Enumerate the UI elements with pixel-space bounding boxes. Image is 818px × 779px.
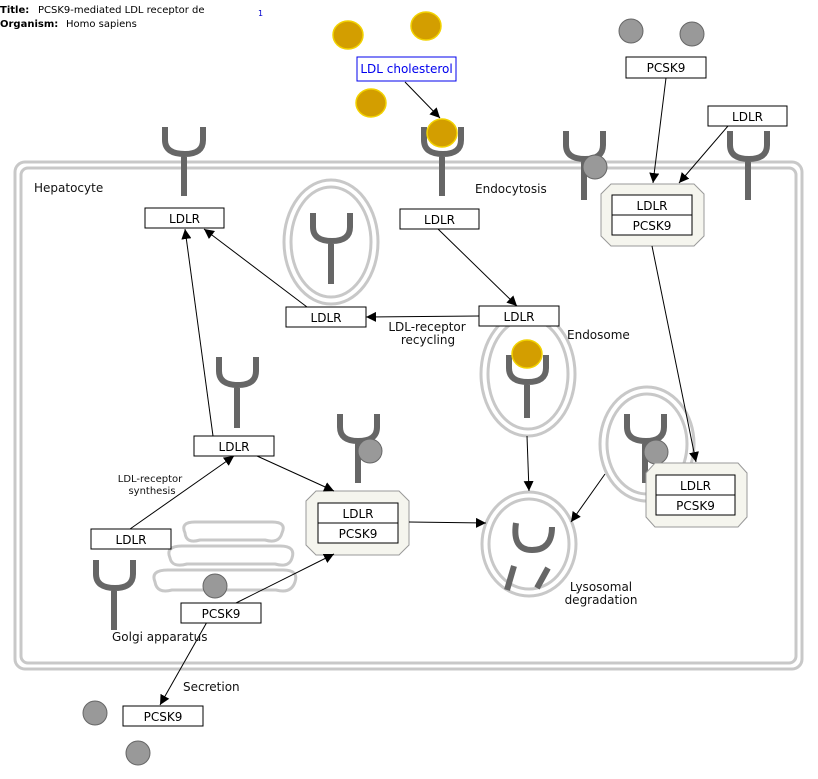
lysosome-inner (487, 497, 571, 591)
pcsk9-particle-bound-right (643, 439, 669, 465)
ldl-cholesterol-label: LDL cholesterol (360, 62, 452, 76)
ldlr-node-endocytosis[interactable]: LDLR (399, 208, 480, 230)
pcsk9-node-secreted[interactable]: PCSK9 (122, 705, 204, 727)
arrow-endocytosis (437, 228, 518, 307)
arrow-pcsk9-binding (649, 77, 667, 184)
degraded-receptor-icon (504, 522, 555, 591)
arrow-endosome-to-lysosome (523, 435, 534, 492)
arrow-complex-internalization (651, 245, 699, 463)
endosome-label: Endosome (567, 328, 630, 342)
complex-middle-pcsk9[interactable]: PCSK9 (317, 522, 399, 544)
arrow-ldl-binding (404, 81, 441, 119)
pcsk9-particle-golgi (202, 573, 228, 599)
arrow-ldlr-to-surface (181, 228, 214, 437)
pcsk9-particle-2 (679, 21, 705, 47)
complex-top-right-ldlr-label: LDLR (637, 199, 668, 213)
complex-right-ldlr[interactable]: LDLR (655, 474, 736, 496)
ldlr-node-top-right[interactable]: LDLR (707, 105, 788, 127)
recycling-vesicle-inner (289, 185, 373, 299)
hepatocyte-membrane-inner (19, 166, 798, 665)
golgi-apparatus-icon (152, 520, 298, 593)
complex-top-right-pcsk9[interactable]: PCSK9 (611, 214, 693, 236)
arrow-complex-to-lysosome (408, 517, 487, 528)
pcsk9-particle-1 (618, 18, 644, 44)
pcsk9-secreted-label: PCSK9 (144, 710, 183, 724)
hepatocyte-membrane-outer (13, 160, 804, 671)
ldlr-synthesis-label: LDLR (116, 533, 147, 547)
title-label: Title: (0, 5, 29, 16)
ldlr-node-endosome[interactable]: LDLR (478, 305, 560, 327)
endocytosis-label: Endocytosis (475, 182, 547, 196)
ldlr-node-upper-left[interactable]: LDLR (144, 207, 225, 229)
arrow-recycling (365, 311, 480, 322)
ldl-receptor-icon-endosome (506, 355, 549, 418)
organism-label: Organism: (0, 19, 58, 30)
arrow-pcsk9-to-complex (235, 553, 335, 604)
complex-middle-pcsk9-label: PCSK9 (339, 527, 378, 541)
secretion-label: Secretion (183, 680, 240, 694)
recycling-label-line2: recycling (401, 333, 455, 347)
ldlr-mid-label: LDLR (219, 440, 250, 454)
golgi-label: Golgi apparatus (112, 630, 208, 644)
hepatocyte-label: Hepatocyte (34, 181, 103, 195)
recycling-label-line1: LDL-receptor (388, 320, 465, 334)
lysosomal-label-line1: Lysosomal (570, 580, 632, 594)
pcsk9-golgi-label: PCSK9 (202, 607, 241, 621)
recycling-vesicle-outer (282, 178, 380, 306)
ldlr-node-synthesis[interactable]: LDLR (90, 528, 172, 550)
ldl-particle-endosome (511, 339, 543, 369)
ldlr-endocytosis-label: LDLR (424, 213, 455, 227)
pcsk9-node-golgi[interactable]: PCSK9 (180, 602, 262, 624)
arrow-secretion (159, 621, 208, 706)
title-value: PCSK9-mediated LDL receptor de (38, 5, 205, 16)
ldl-particle-bound (426, 118, 458, 148)
arrow-synthesis (129, 455, 235, 530)
pcsk9-particle-bound-top (582, 154, 608, 180)
complex-right-pcsk9-label: PCSK9 (676, 499, 715, 513)
pcsk9-particle-bound-mid (357, 438, 383, 464)
ldlr-recycling-label: LDLR (311, 311, 342, 325)
ldl-receptor-icon-top-right (727, 131, 770, 200)
ldlr-upper-left-label: LDLR (169, 212, 200, 226)
ldl-receptor-icon-mid (216, 357, 259, 428)
lysosome-outer (480, 490, 578, 598)
arrow-right-to-lysosome (570, 473, 606, 523)
ldl-receptor-icon-golgi (93, 560, 136, 630)
complex-middle-ldlr-label: LDLR (343, 507, 374, 521)
pcsk9-top-label: PCSK9 (647, 61, 686, 75)
synthesis-label-line1: LDL-receptor (118, 474, 183, 485)
synthesis-label-line2: synthesis (128, 486, 175, 497)
reference-link[interactable]: 1 (258, 9, 263, 18)
complex-middle-ldlr[interactable]: LDLR (317, 502, 399, 524)
ldl-cholesterol-node[interactable]: LDL cholesterol (356, 56, 457, 82)
ldl-receptor-icon-endocytosis (421, 127, 464, 196)
complex-right-ldlr-label: LDLR (680, 479, 711, 493)
ldlr-node-recycling[interactable]: LDLR (285, 306, 367, 328)
ldlr-node-mid[interactable]: LDLR (193, 435, 275, 457)
complex-right-pcsk9[interactable]: PCSK9 (655, 494, 736, 516)
ldlr-top-right-label: LDLR (732, 110, 763, 124)
pcsk9-node-top[interactable]: PCSK9 (625, 56, 707, 79)
complex-top-right-ldlr[interactable]: LDLR (611, 194, 693, 216)
pcsk9-particle-secreted-2 (125, 740, 151, 766)
lysosomal-label-line2: degradation (565, 593, 638, 607)
pcsk9-particle-secreted-1 (82, 700, 108, 726)
arrow-ldlr-to-complex (256, 455, 335, 492)
organism-value: Homo sapiens (66, 19, 137, 30)
ldl-particle-2 (410, 11, 442, 41)
ldl-receptor-icon-recycling-vesicle (310, 213, 353, 284)
ldlr-endosome-label: LDLR (504, 310, 535, 324)
ldl-particle-1 (332, 20, 364, 50)
arrow-ldlr-complex (678, 125, 729, 184)
arrow-recycling-to-surface (203, 228, 308, 308)
ldl-particle-3 (355, 88, 387, 118)
complex-top-right-pcsk9-label: PCSK9 (633, 219, 672, 233)
ldl-receptor-icon-upper-left (162, 127, 206, 196)
